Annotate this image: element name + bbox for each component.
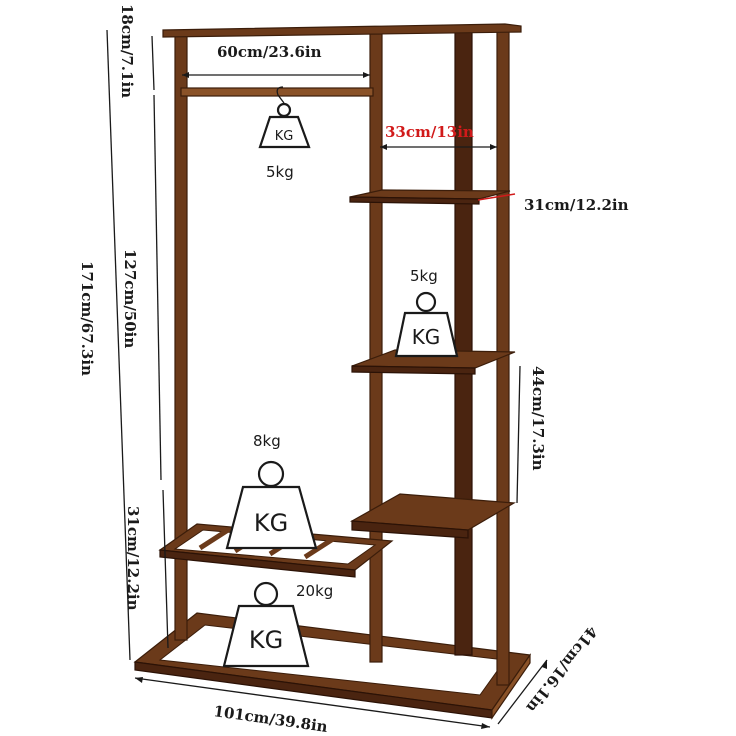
- top-rail: [162, 23, 522, 38]
- label-shelf-gap: 44cm/17.3in: [529, 366, 547, 471]
- label-shelf-depth: 31cm/12.2in: [524, 196, 629, 214]
- weight-kg-text: KG: [249, 626, 283, 654]
- weight-kg-text: KG: [254, 509, 288, 537]
- middle-post: [369, 33, 383, 663]
- label-total-width: 101cm/39.8in: [212, 702, 328, 736]
- clothes-rack-frame: [133, 23, 532, 720]
- lower-shelf-weight-icon: KG: [225, 460, 318, 550]
- shelf-weight-icon: KG: [394, 291, 459, 358]
- label-shelf-weight: 5kg: [410, 267, 438, 285]
- label-total-height: 171cm/67.3in: [78, 261, 96, 376]
- label-hanging-height: 127cm/50in: [121, 249, 139, 348]
- label-total-depth: 41cm/16.1in: [522, 623, 601, 716]
- weight-kg-text: KG: [412, 325, 441, 349]
- base-weight-icon: KG: [222, 581, 310, 668]
- label-shelf-width: 33cm/13in: [385, 123, 474, 141]
- label-base-weight: 20kg: [296, 582, 333, 600]
- label-top-height: 18cm/7.1in: [118, 4, 136, 98]
- label-lower-shelf-weight: 8kg: [253, 432, 281, 450]
- dimension-lines: [106, 29, 548, 729]
- label-hanger-weight: 5kg: [266, 163, 294, 181]
- hanger-weight-icon: KG: [258, 86, 311, 149]
- weight-kg-text: KG: [275, 129, 294, 144]
- label-top-bar-width: 60cm/23.6in: [217, 43, 322, 61]
- label-bottom-shelf-height: 31cm/12.2in: [124, 506, 142, 611]
